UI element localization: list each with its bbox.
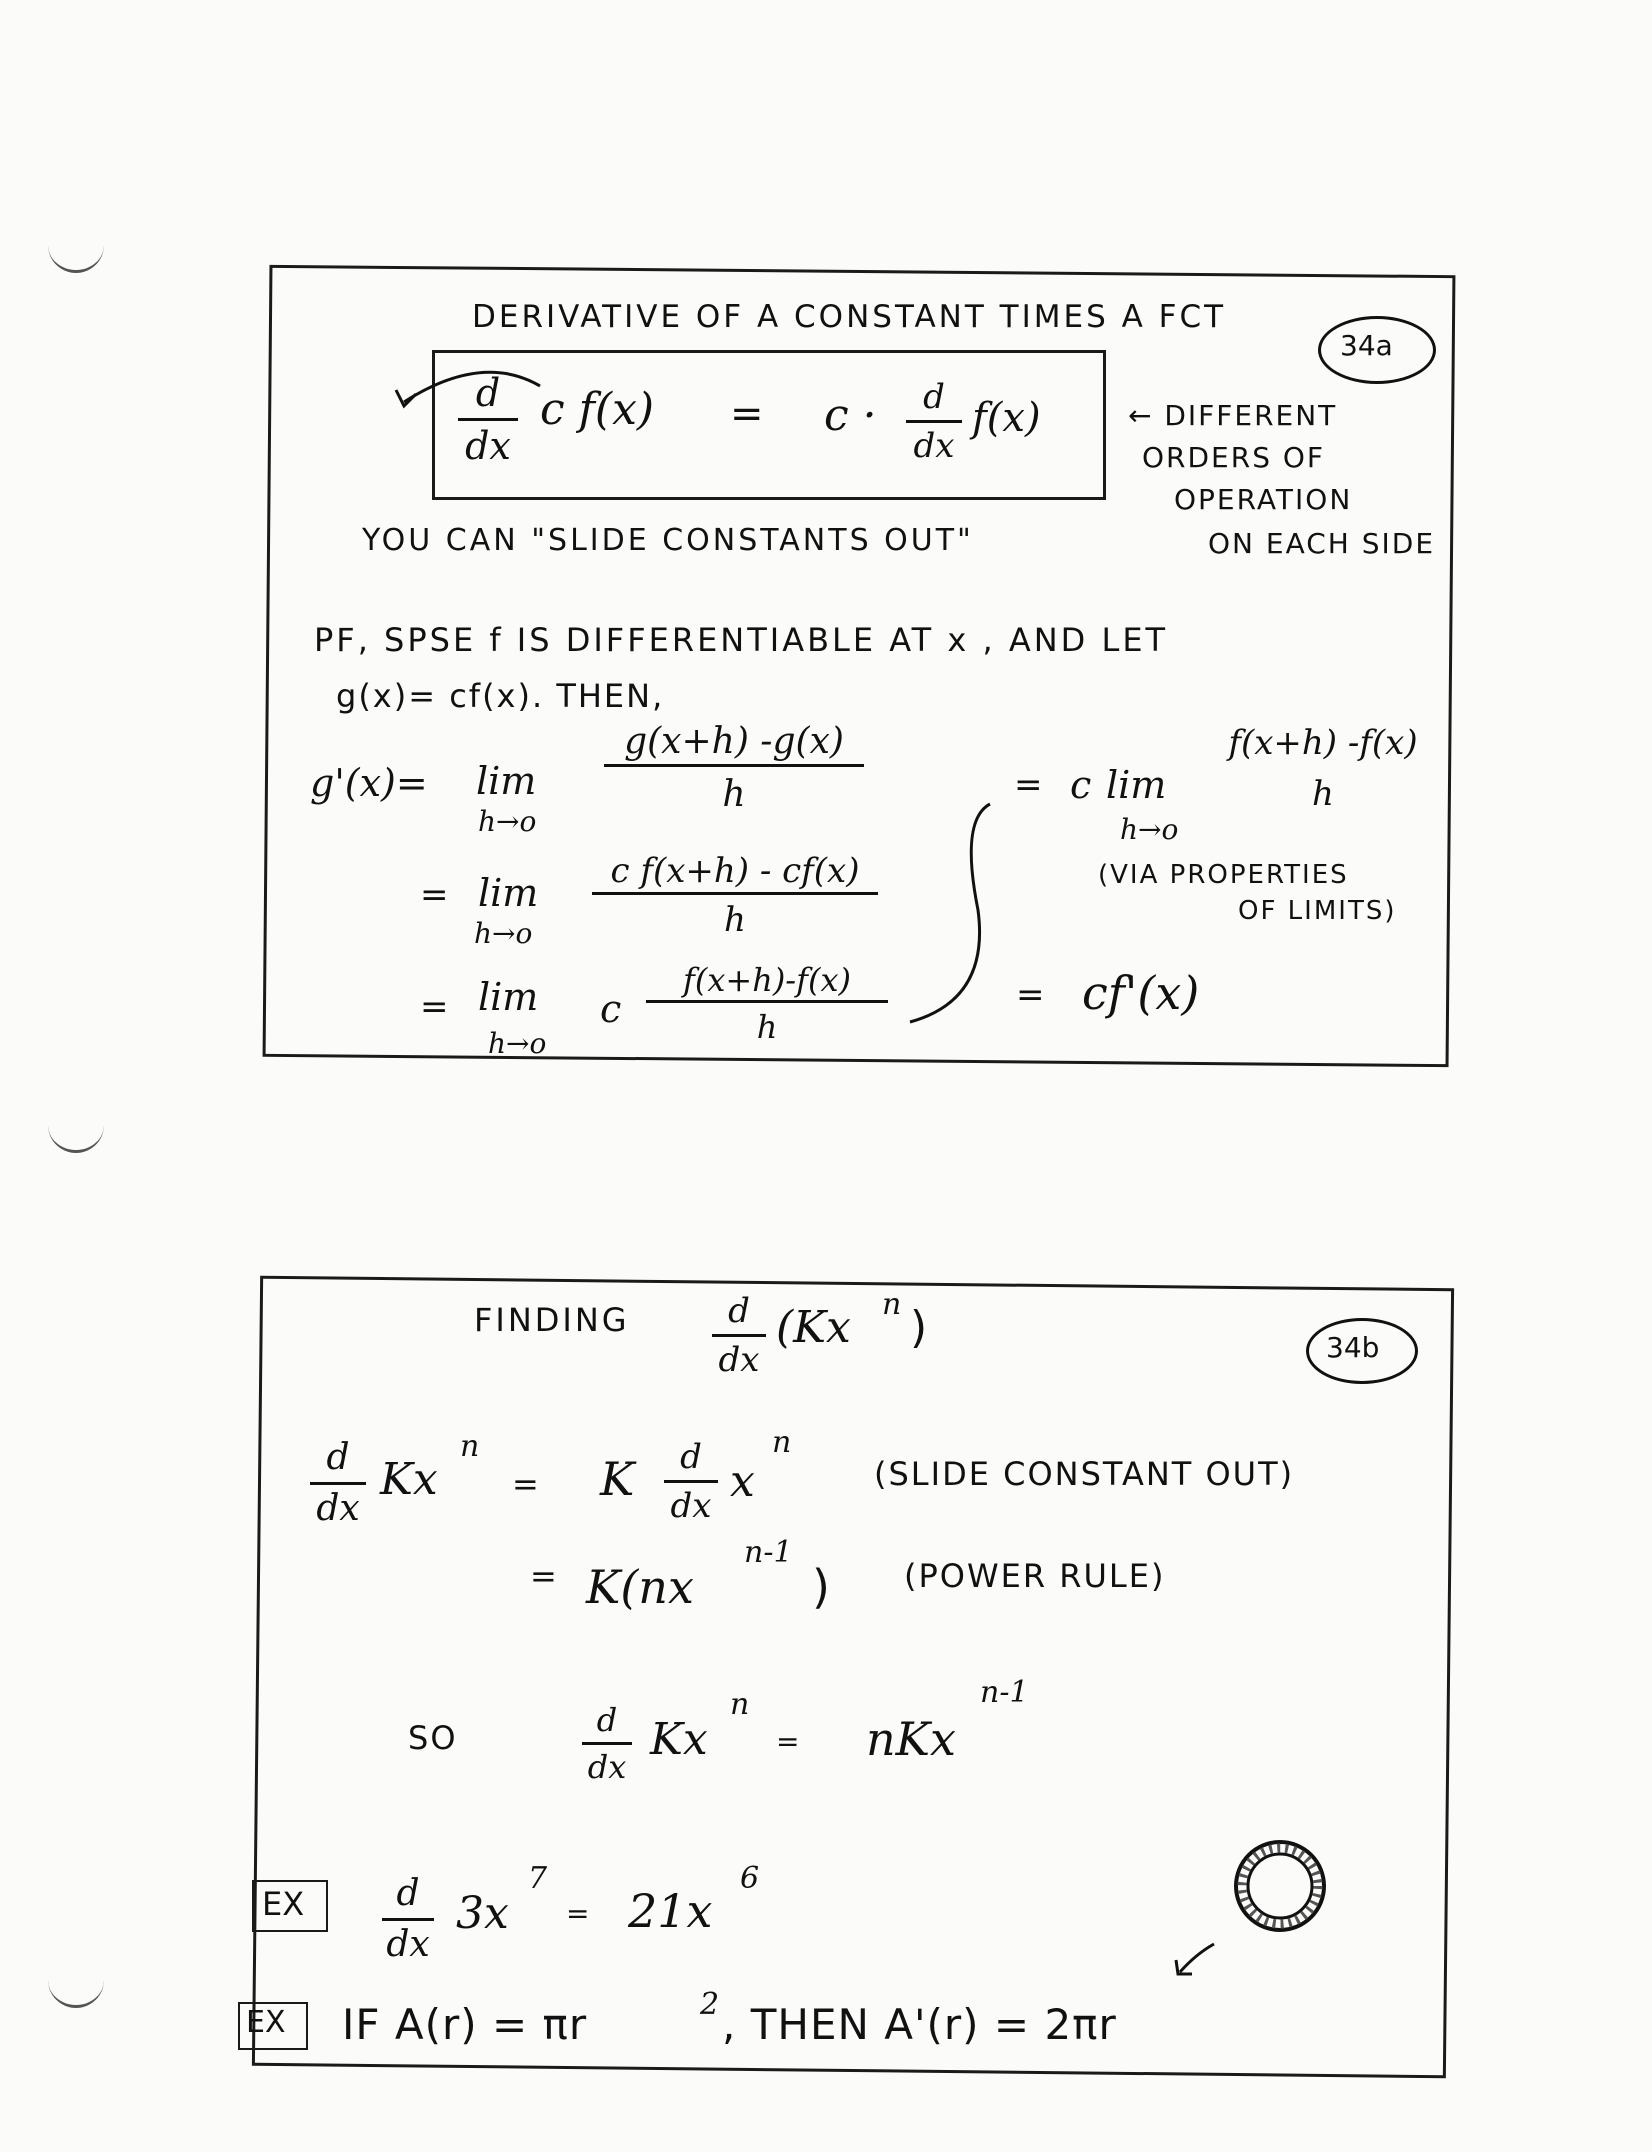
slide-34b-title-expr: (Kx (776, 1302, 851, 1353)
rule-rhs-constant: c · (824, 390, 877, 441)
proof-line-2: g(x)= cf(x). THEN, (336, 677, 665, 715)
page-tag-34a-circle (1318, 316, 1436, 384)
via-properties: (VIA PROPERTIES (1098, 860, 1349, 890)
c-right-1: c (1070, 763, 1092, 807)
eq-left-3: = (420, 987, 449, 1027)
binder-hole-bottom (48, 1965, 104, 2008)
difference-quotient-g: g(x+h) -g(x)h (604, 724, 864, 813)
slide-constants-out: YOU CAN "SLIDE CONSTANTS OUT" (362, 523, 974, 558)
difference-quotient-f-right: f(x+h) -f(x)h (1228, 723, 1418, 814)
ex2-label-box (238, 2002, 308, 2050)
so-lhs-exponent: n (730, 1687, 750, 1722)
lim-2: lim (478, 871, 539, 915)
lim-right-1-sub: h→o (1120, 813, 1179, 846)
rule-box (432, 350, 1106, 500)
so-equals: = (776, 1725, 800, 1758)
slide-34a-title: DERIVATIVE OF A CONSTANT TIMES A FCT (472, 299, 1227, 335)
line1-k: K (600, 1452, 635, 1506)
lim-right-1: lim (1106, 763, 1167, 807)
ex2-then-clause: , THEN A'(r) = 2πr (722, 2000, 1117, 2049)
ex1-label-box (252, 1880, 328, 1932)
line1-equals: = (512, 1465, 539, 1503)
c-left-3: c (600, 987, 622, 1031)
line1-rhs-exponent: n (772, 1425, 792, 1460)
lim-2-sub: h→o (474, 917, 533, 950)
line2-close: ) (812, 1560, 830, 1614)
note-orders: ORDERS OF (1142, 441, 1326, 474)
binder-hole-top (48, 230, 104, 273)
note-operation: OPERATION (1174, 483, 1353, 516)
ex2-if-clause: IF A(r) = πr (342, 2000, 588, 2049)
via-of-limits: OF LIMITS) (1238, 896, 1397, 926)
line1-lhs-exponent: n (460, 1429, 480, 1464)
lim-1: lim (476, 759, 537, 803)
slide-34b-title-exponent: n (882, 1287, 902, 1322)
line2-expr: K(nx (586, 1560, 694, 1614)
so-rhs-exponent: n-1 (980, 1675, 1029, 1710)
result-c-f-prime: cf'(x) (1082, 966, 1200, 1020)
rule-rhs: f(x) (972, 395, 1041, 441)
ex2-label: EX (246, 2005, 286, 2040)
ex1-equals: = (566, 1897, 590, 1930)
ex1-label: EX (262, 1885, 305, 1923)
line2-exponent: n-1 (744, 1535, 793, 1570)
ex1-rhs: 21x (628, 1884, 713, 1938)
note-each-side: ON EACH SIDE (1208, 527, 1436, 560)
lim-3-sub: h→o (488, 1027, 547, 1060)
eq-right-1: = (1014, 765, 1043, 805)
line1-lhs: Kx (380, 1454, 438, 1505)
ex1-lhs: 3x (456, 1888, 509, 1939)
difference-quotient-f: f(x+h)-f(x)h (646, 964, 888, 1043)
page-tag-34a: 34a (1340, 329, 1393, 362)
connecting-bracket (900, 800, 1000, 1030)
eq-right-3: = (1016, 975, 1045, 1015)
ring-arrow (1168, 1940, 1218, 1980)
line1-note: (SLIDE CONSTANT OUT) (874, 1455, 1295, 1493)
page-tag-34b: 34b (1326, 1331, 1380, 1364)
slide-arrow (392, 356, 542, 416)
line2-note: (POWER RULE) (904, 1557, 1166, 1595)
ex1-rhs-exponent: 6 (740, 1861, 760, 1896)
proof-line-1: PF, SPSE f IS DIFFERENTIABLE AT x , AND … (314, 621, 1169, 659)
so-label: SO (408, 1719, 458, 1757)
eq-left-2: = (420, 875, 449, 915)
rule-equals: = (730, 391, 764, 437)
page-tag-34b-circle (1306, 1318, 1418, 1384)
ex2-exponent: 2 (700, 1987, 720, 2022)
rule-lhs: c f(x) (540, 384, 655, 435)
difference-quotient-cf: c f(x+h) - cf(x)h (592, 854, 878, 937)
binder-hole-middle (48, 1110, 104, 1153)
g-prime-label: g'(x)= (310, 761, 428, 805)
slide-34b-title-finding: FINDING (474, 1301, 630, 1339)
so-lhs: Kx (650, 1714, 708, 1765)
ex1-lhs-exponent: 7 (528, 1861, 548, 1896)
so-rhs: nKx (866, 1712, 956, 1766)
lim-1-sub: h→o (478, 805, 537, 838)
line1-x: x (730, 1456, 755, 1507)
slide-34b-title-close: ) (910, 1302, 928, 1353)
line2-equals: = (530, 1557, 557, 1595)
lim-3: lim (478, 975, 539, 1019)
ring-icon (1230, 1836, 1330, 1936)
note-different: ← DIFFERENT (1128, 399, 1338, 432)
